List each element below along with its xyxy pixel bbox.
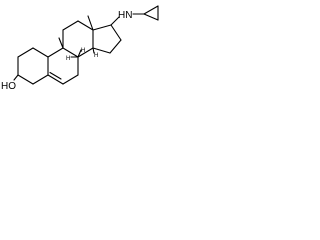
double-bond-inner [49,71,62,80]
bond [110,24,122,41]
steroid-structure-diagram: HO HN H H H [1,5,159,92]
structure-canvas: HO HN H H H [0,0,182,110]
cyclopropyl-bond [143,5,159,15]
bond [109,39,122,54]
stereo-h8: H [81,48,85,54]
c3-o-bond [13,74,19,81]
bond [62,20,79,31]
stereo-h14: H [94,53,98,59]
ring-a [17,47,49,85]
cyclopropylamine-group [110,5,159,26]
bond [77,47,94,58]
h8-bond [77,49,82,58]
bond [92,47,111,54]
c17-n-bond [110,16,120,26]
bond [47,47,64,58]
bond [92,24,112,31]
c10-methyl-bond [58,37,64,49]
bond [32,47,49,58]
hydroxyl-label: HO [1,81,16,92]
h14-bond [92,47,95,54]
stereo-h9: H [66,56,70,62]
ring-d [92,24,122,54]
cyclopropyl-bond [143,13,159,21]
ring-b [47,47,79,85]
bond [32,74,49,85]
methyl-groups [58,15,94,49]
ring-c [62,20,94,58]
bond [62,47,79,58]
bond [17,74,34,85]
bond [47,74,64,85]
bond [77,20,94,31]
c13-methyl-bond [87,15,94,31]
amine-label: HN [118,10,132,21]
bond [62,74,79,85]
bond [17,47,34,58]
